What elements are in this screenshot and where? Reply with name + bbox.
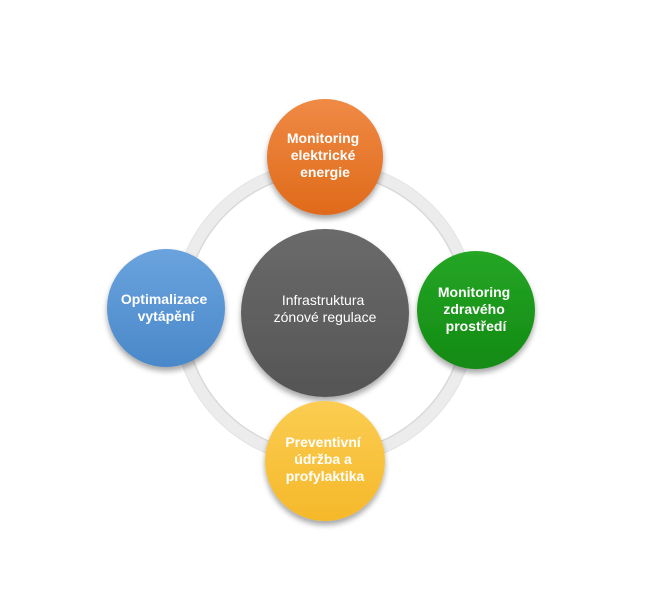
center-label: Infrastruktura zónové regulace xyxy=(274,292,377,325)
node-left-line: Optimalizace xyxy=(121,291,208,307)
node-left-line: vytápění xyxy=(138,308,196,324)
node-top-line: energie xyxy=(300,164,350,180)
node-right-line: Monitoring xyxy=(438,284,510,300)
node-left-label: Optimalizace vytápění xyxy=(121,291,211,324)
center-line: Infrastruktura xyxy=(282,292,365,308)
node-left: Optimalizace vytápění xyxy=(107,249,225,367)
node-top-line: elektrické xyxy=(291,147,356,163)
center-line: zónové regulace xyxy=(274,309,377,325)
node-top-line: Monitoring xyxy=(287,130,359,146)
node-bottom-label: Preventivní údržba a profylaktika xyxy=(285,434,364,484)
node-bottom: Preventivní údržba a profylaktika xyxy=(265,401,385,521)
node-right-line: prostředí xyxy=(446,318,508,334)
node-top-label: Monitoring elektrické energie xyxy=(287,130,363,180)
center-node: Infrastruktura zónové regulace xyxy=(241,229,409,397)
node-bottom-line: Preventivní xyxy=(285,434,362,450)
node-top: Monitoring elektrické energie xyxy=(267,99,383,215)
node-right: Monitoring zdravého prostředí xyxy=(417,251,535,369)
node-bottom-line: profylaktika xyxy=(286,468,365,484)
node-bottom-line: údržba a xyxy=(294,451,352,467)
node-right-line: zdravého xyxy=(443,301,504,317)
node-right-label: Monitoring zdravého prostředí xyxy=(438,284,514,334)
